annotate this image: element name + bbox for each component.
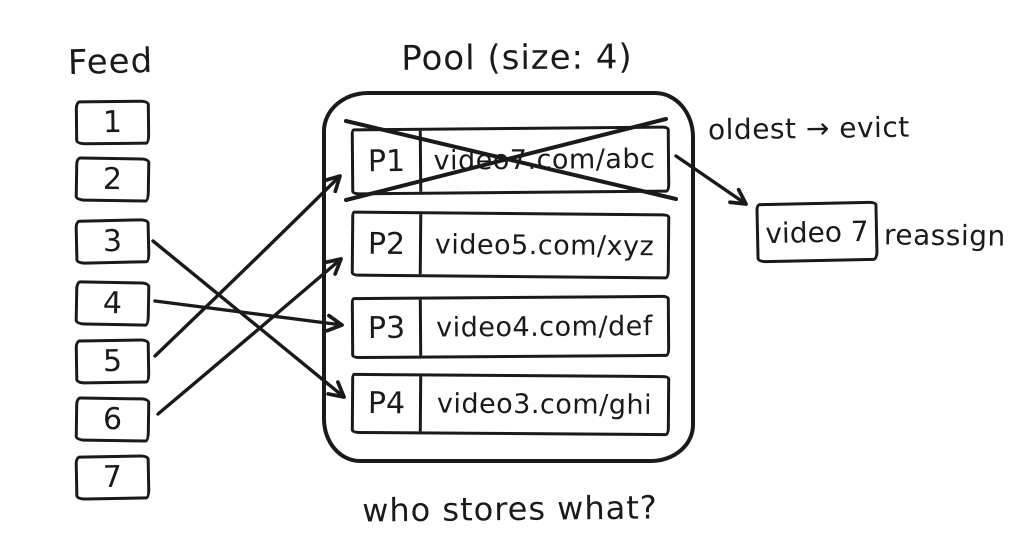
pool-slot-p2: P2 video5.com/xyz xyxy=(350,210,671,280)
feed-item-5: 5 xyxy=(74,338,151,385)
arrow-feed3-to-p4 xyxy=(151,239,346,399)
feed-item-5-label: 5 xyxy=(102,343,123,380)
feed-item-3-label: 3 xyxy=(102,223,123,260)
pool-slot-p4: P4 video3.com/ghi xyxy=(350,372,671,437)
feed-item-6: 6 xyxy=(74,396,151,443)
feed-item-4-label: 4 xyxy=(102,285,123,322)
arrow-feed6-to-p2 xyxy=(156,257,343,416)
reassign-label: reassign xyxy=(883,218,1006,253)
arrow-feed4-to-p3 xyxy=(153,299,344,333)
pool-slot-p3: P3 video4.com/def xyxy=(350,294,671,360)
pool-slot-p2-url: video5.com/xyz xyxy=(434,228,655,262)
evict-note: oldest → evict xyxy=(707,110,910,147)
pool-slot-p2-id: P2 xyxy=(353,213,423,275)
feed-item-7-label: 7 xyxy=(102,459,123,496)
pool-slot-p3-id: P3 xyxy=(353,299,423,357)
pool-slot-p3-url: video4.com/def xyxy=(436,310,653,344)
feed-item-2: 2 xyxy=(74,156,151,203)
evicted-video-label: video 7 xyxy=(765,214,869,250)
feed-item-2-label: 2 xyxy=(102,161,123,198)
pool-slot-p1-url: video7.com/abc xyxy=(433,143,656,177)
pool-title: Pool (size: 4) xyxy=(401,37,633,79)
feed-item-6-label: 6 xyxy=(102,401,123,438)
arrow-feed5-to-p1 xyxy=(153,174,342,358)
pool-slot-p4-id: P4 xyxy=(353,375,423,432)
pool-slot-p4-url: video3.com/ghi xyxy=(436,388,653,421)
caption: who stores what? xyxy=(362,488,658,530)
feed-column-title: Feed xyxy=(67,40,154,84)
pool-slot-p1: P1 video7.com/abc xyxy=(350,125,671,196)
feed-item-1: 1 xyxy=(74,99,151,146)
feed-item-7: 7 xyxy=(74,454,151,501)
feed-item-3: 3 xyxy=(74,218,151,265)
feed-item-4: 4 xyxy=(74,280,151,327)
pool-slot-p1-id: P1 xyxy=(353,130,423,193)
feed-item-1-label: 1 xyxy=(102,104,123,141)
evicted-video-box: video 7 xyxy=(755,200,879,264)
